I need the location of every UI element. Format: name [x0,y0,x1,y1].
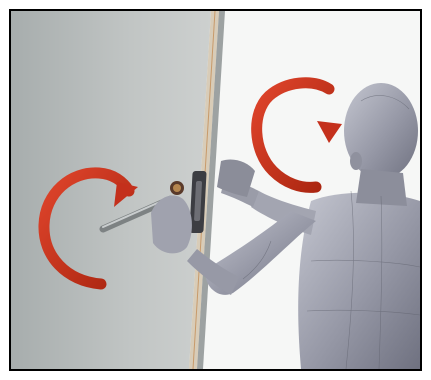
left-hand [151,195,192,253]
illustration-frame [9,9,422,371]
illustration-canvas [11,11,420,369]
